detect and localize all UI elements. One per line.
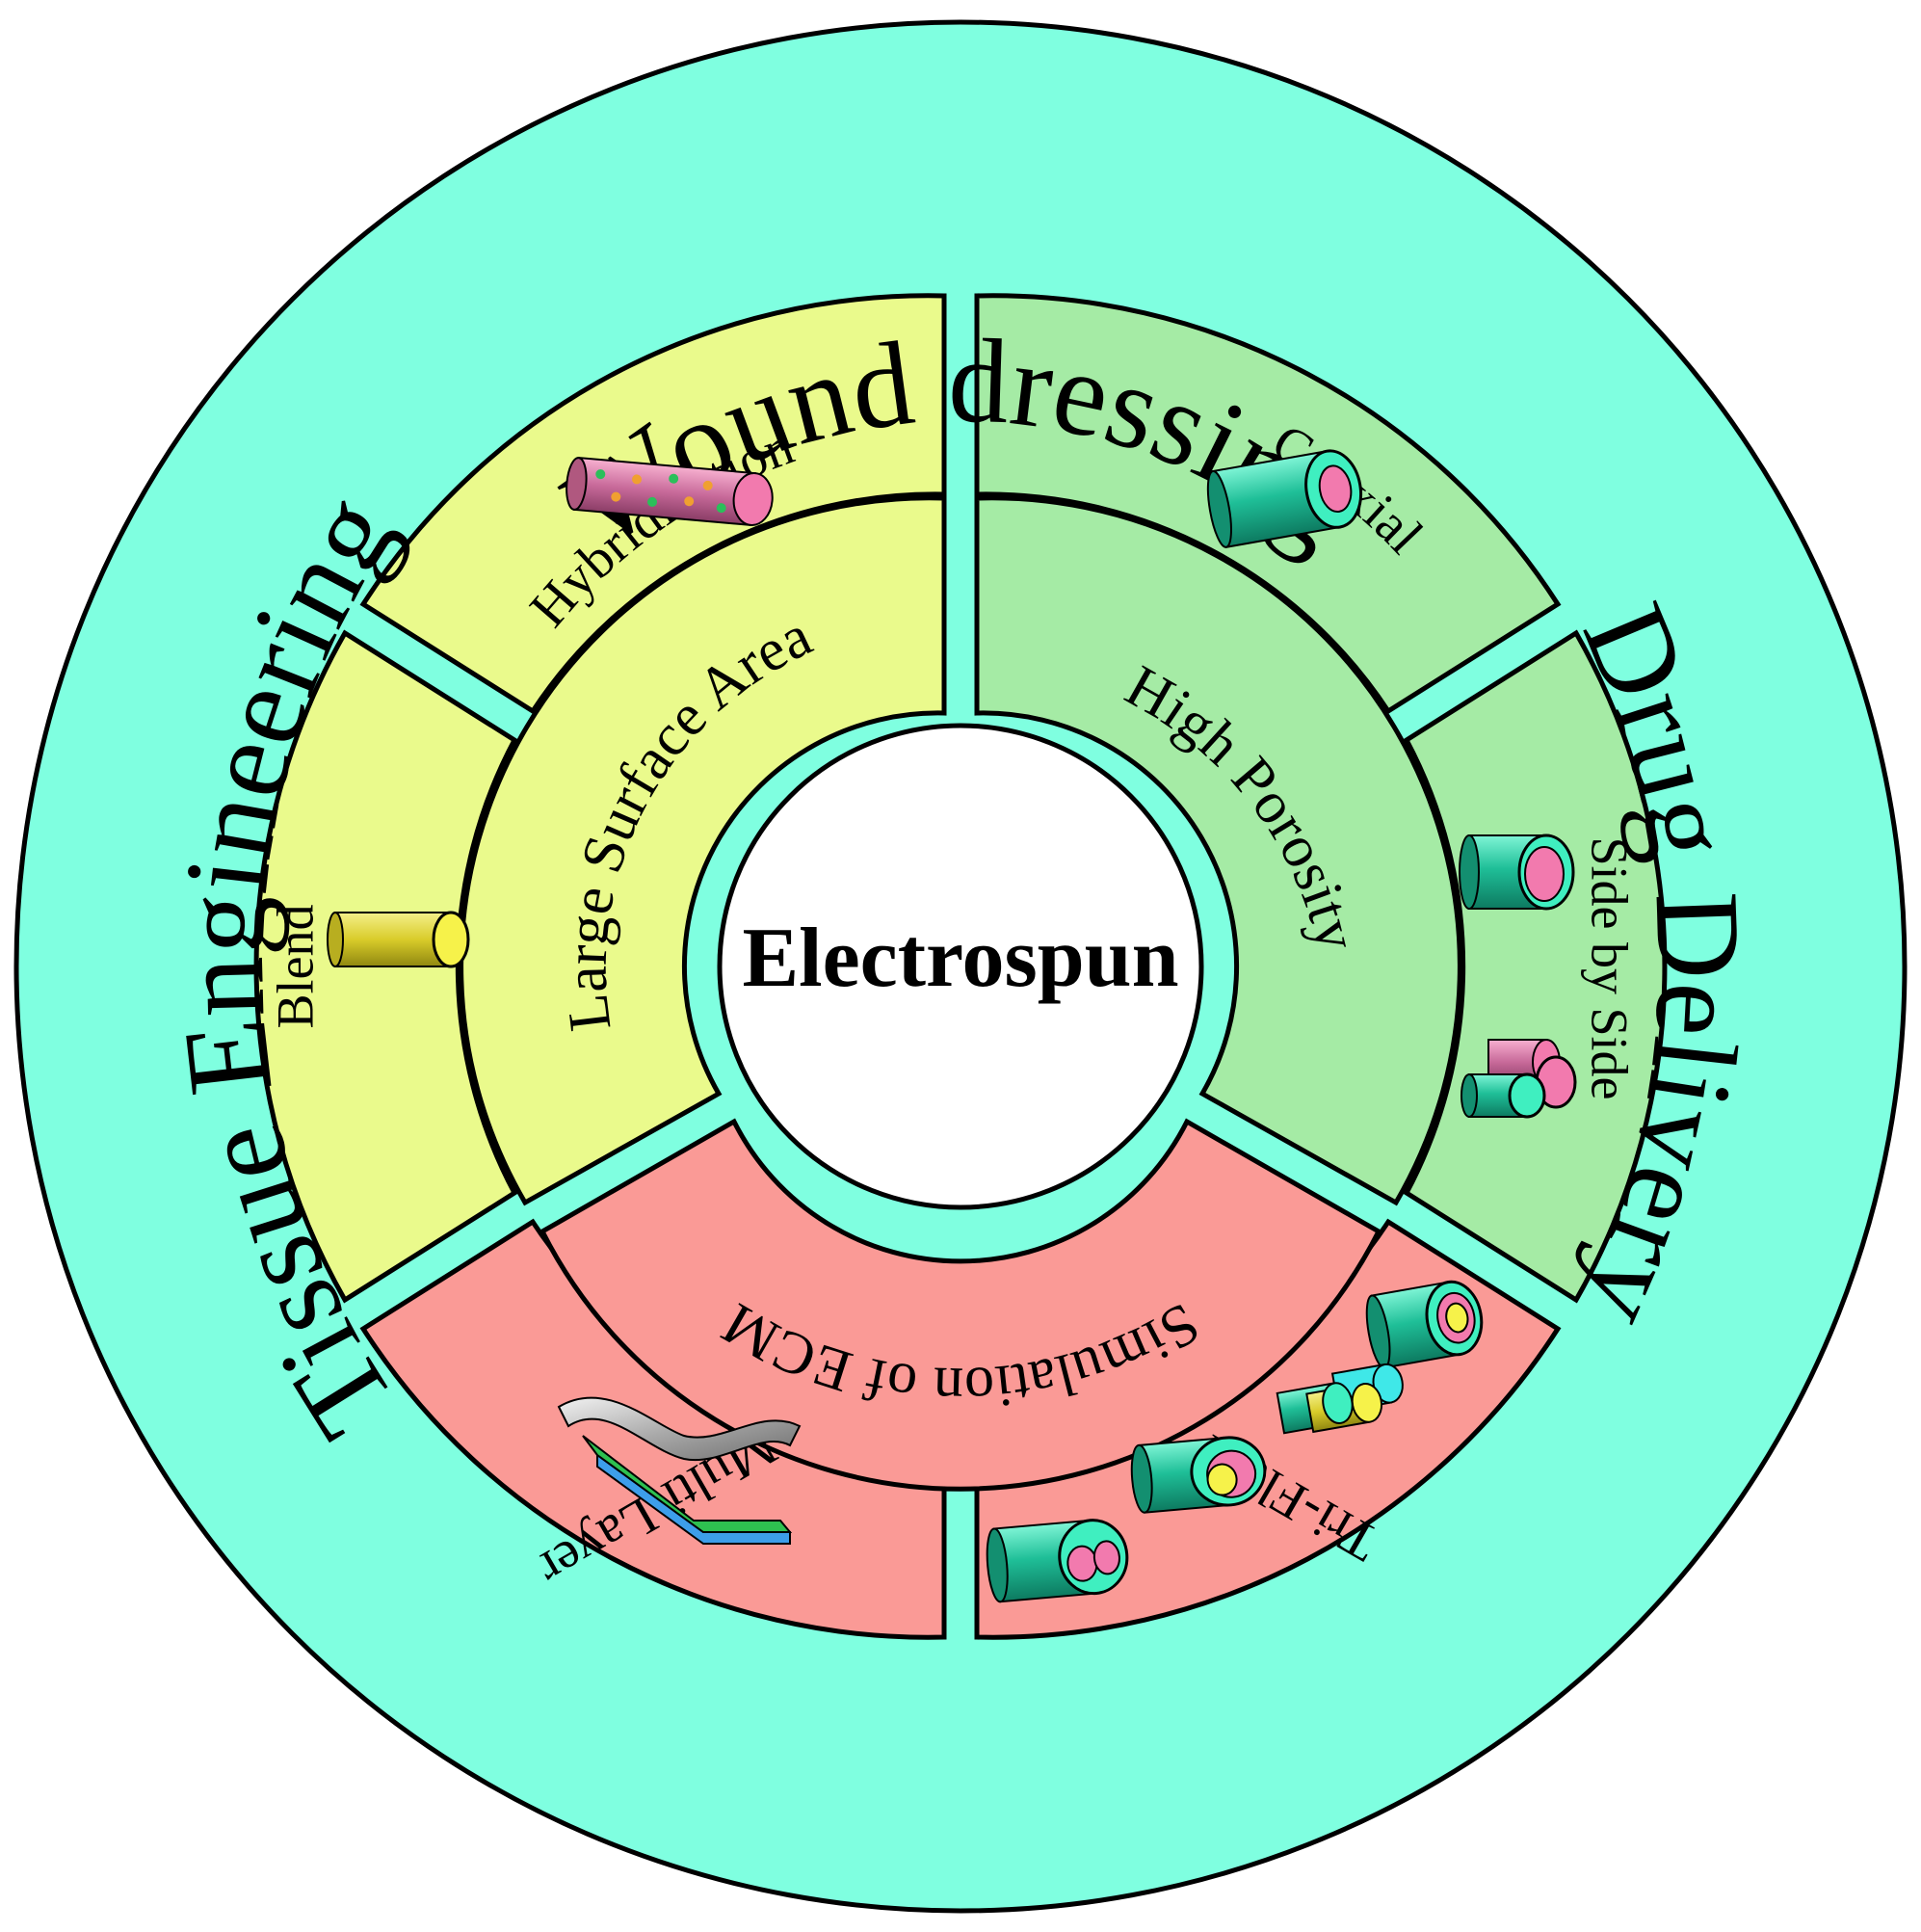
method-blend-label: Blend	[266, 905, 324, 1029]
blend-fiber-icon	[327, 911, 470, 968]
hybrid-fiber-icon	[566, 457, 774, 526]
center-label: Electrospun	[742, 912, 1178, 1005]
side-by-side-fiber-icon	[1459, 834, 1577, 1119]
multi-layer-sheet-icon	[557, 1396, 802, 1545]
method-side-by-side-label: Side by Side	[1581, 836, 1639, 1099]
coaxial-fiber-icon	[1206, 449, 1363, 548]
sector-side-by-side	[1403, 629, 1668, 1304]
tri-fluid-fiber-icon	[986, 1280, 1484, 1603]
sector-simulation-of-ecm	[539, 1118, 1382, 1492]
center-circle	[717, 723, 1204, 1210]
sector-high-porosity	[974, 495, 1462, 1206]
sector-large-surface-area	[459, 495, 947, 1206]
